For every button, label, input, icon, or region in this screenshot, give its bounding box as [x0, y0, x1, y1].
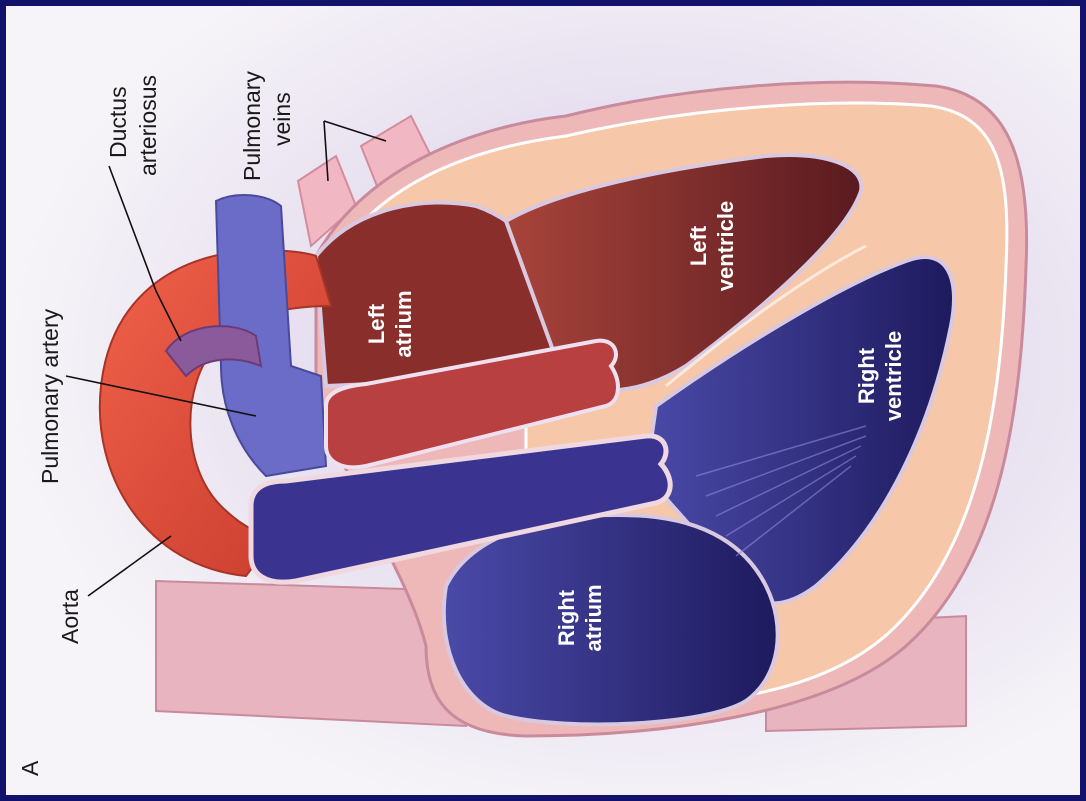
left-ventricle-label-line2: ventricle — [713, 201, 738, 292]
ductus-label-line1: Ductus — [105, 86, 131, 158]
right-ventricle-label-line2: ventricle — [881, 331, 906, 422]
figure-panel: Ductus arteriosus Pulmonary veins Pulmon… — [6, 6, 1080, 795]
panel-letter: A — [17, 760, 43, 776]
left-atrium-label-line1: Left — [364, 303, 389, 344]
right-atrium-label-line1: Right — [554, 589, 579, 646]
right-ventricle-label-line1: Right — [854, 347, 879, 404]
right-atrium-label-line2: atrium — [581, 584, 606, 651]
heart-diagram: Ductus arteriosus Pulmonary veins Pulmon… — [6, 6, 1080, 795]
left-ventricle-label-line1: Left — [686, 225, 711, 266]
left-atrium-label-line2: atrium — [391, 290, 416, 357]
pulm-artery-label: Pulmonary artery — [37, 308, 63, 484]
pulm-veins-label-line1: Pulmonary — [239, 71, 265, 181]
pulm-veins-label-line2: veins — [269, 92, 295, 146]
right-atrium — [444, 515, 778, 724]
ductus-label-line2: arteriosus — [135, 75, 161, 176]
aorta-label: Aorta — [57, 589, 83, 644]
